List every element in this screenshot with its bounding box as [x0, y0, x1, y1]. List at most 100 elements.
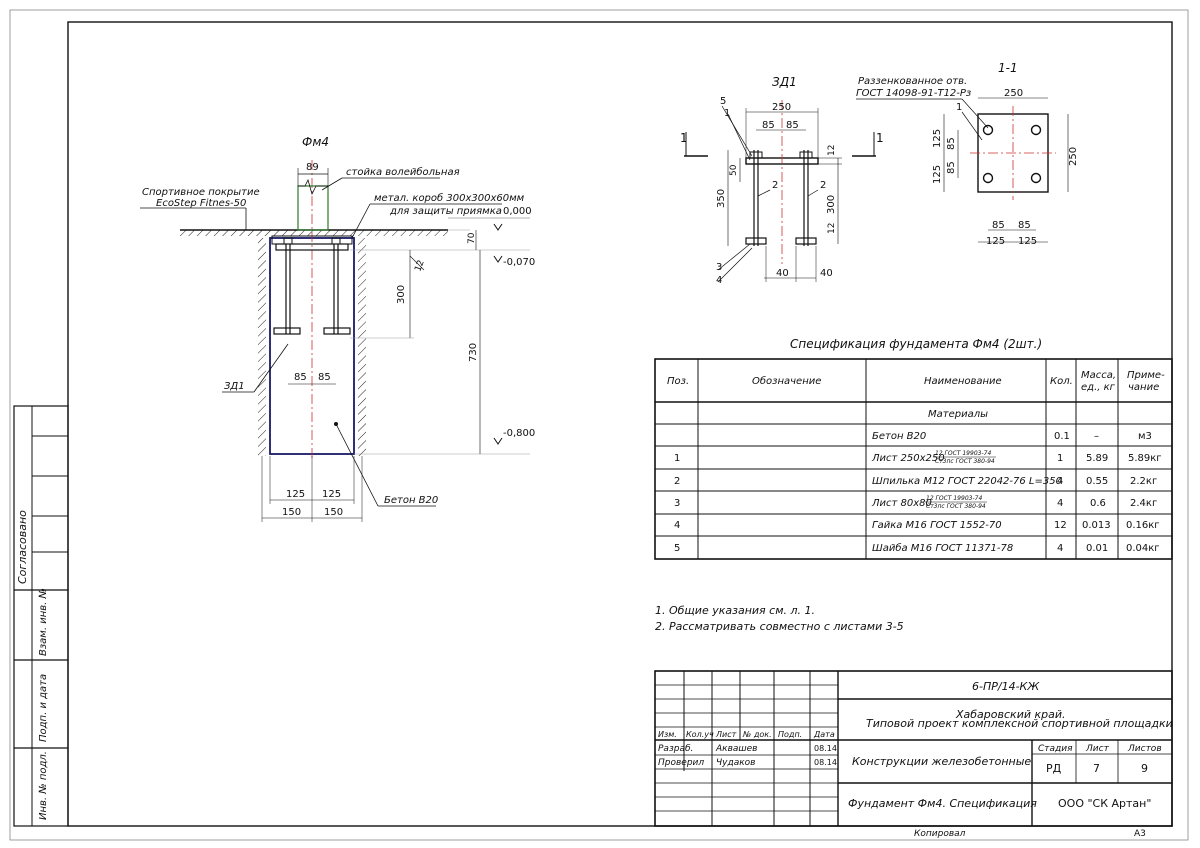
spec-row-qty: 0.1 [1054, 431, 1070, 442]
surface-label-2: EcoStep Fitnes-50 [156, 198, 246, 209]
concrete-leader-label: Бетон В20 [384, 495, 438, 506]
zd1-section-mark-left: 1 [680, 131, 688, 145]
spec-row-mass: – [1094, 431, 1099, 442]
zd1-dim-12a: 12 [827, 145, 837, 156]
pit-left-hatch [258, 238, 266, 456]
tb-role-1: Разраб. [658, 744, 693, 754]
tb-col-izm: Изм. [658, 730, 677, 739]
surface-label-1: Спортивное покрытие [142, 187, 260, 198]
fm4-view: Фм4 89 стойка волейбольная [140, 135, 535, 522]
spec-row-frac-top: 12 ГОСТ 19903-74 [935, 450, 991, 457]
spec-row-mass: 0.55 [1086, 476, 1108, 487]
zd1-dim-12b: 12 [827, 223, 837, 234]
fm4-dim-300: 300 [396, 285, 407, 304]
zd1-view: ЗД1 1 1 2 50 85 85 12 300 12 [680, 75, 884, 286]
tb-drawing-name: Фундамент Фм4. Спецификация [848, 797, 1037, 810]
zd1-dim-350: 350 [716, 189, 727, 208]
spec-row-qty: 4 [1057, 498, 1063, 509]
pit-right-hatch [358, 238, 366, 456]
spec-row-pos: 1 [674, 453, 680, 464]
level-070: -0,070 [503, 257, 535, 268]
spec-header-note-1: Приме- [1127, 370, 1165, 381]
spec-row-note: м3 [1138, 431, 1152, 442]
tb-code: 6-ПР/14-КЖ [972, 680, 1040, 693]
tb-stage: РД [1046, 762, 1062, 775]
spec-row-qty: 4 [1057, 543, 1063, 554]
section-pos-1: 1 [956, 102, 962, 113]
tb-person-2: Чудаков [716, 758, 755, 768]
section-dim-b85a: 85 [992, 220, 1005, 231]
section-dim-250-top: 250 [1004, 88, 1023, 99]
tb-date-2: 08.14 [814, 758, 837, 767]
tb-col-podp: Подп. [778, 730, 802, 739]
spec-row-mass: 0.6 [1090, 498, 1106, 509]
spec-row-name: Гайка М16 ГОСТ 1552-70 [872, 520, 1002, 531]
zd1-title: ЗД1 [772, 75, 797, 89]
section-dim-b125a: 125 [986, 236, 1005, 247]
spec-row-name: Лист 80х80 [871, 498, 932, 509]
spec-row-mass: 0.013 [1082, 520, 1111, 531]
fm4-dim-730: 730 [468, 343, 479, 362]
note-line-1: 1. Общие указания см. л. 1. [655, 604, 815, 617]
section-1-1-view: 1-1 Раззенкованное отв. ГОСТ 14098-91-Т1… [856, 61, 1079, 247]
tb-col-list: Лист [715, 730, 737, 739]
general-notes: 1. Общие указания см. л. 1. 2. Рассматри… [655, 604, 904, 633]
post-label: стойка волейбольная [346, 166, 460, 178]
tb-person-1: Аквашев [715, 744, 758, 754]
zd1-dim-85b: 85 [786, 120, 799, 131]
spec-section-materials: Материалы [928, 409, 988, 420]
spec-row-pos: 5 [674, 543, 680, 554]
zd1-dim-300: 300 [826, 195, 837, 214]
zd1-pos-4: 4 [716, 275, 722, 286]
fm4-title: Фм4 [302, 135, 329, 149]
spec-header-designation: Обозначение [752, 375, 821, 387]
section-dim-b125b: 125 [1018, 236, 1037, 247]
zd1-dim-50: 50 [729, 164, 739, 176]
tb-project-1: Хабаровский край. [955, 708, 1066, 721]
spec-row-note: 5.89кг [1128, 453, 1162, 464]
spec-row-qty: 4 [1057, 476, 1063, 487]
fm4-dim-12: 12 [413, 259, 426, 273]
spec-row-frac-top: 12 ГОСТ 19903-74 [926, 495, 982, 502]
level-800: -0,800 [503, 428, 535, 439]
tb-format: А3 [1134, 829, 1146, 839]
fm4-dim-70: 70 [467, 232, 477, 244]
spec-row-mass: 5.89 [1086, 453, 1108, 464]
section-dim-b85b: 85 [1018, 220, 1031, 231]
zd1-dim-40b: 40 [820, 268, 833, 279]
zd1-dim-85a: 85 [762, 120, 775, 131]
hole-label-2: ГОСТ 14098-91-Т12-Рз [856, 88, 971, 99]
spec-row-mass: 0.01 [1086, 543, 1108, 554]
zd1-pos-2b: 2 [820, 180, 826, 191]
spec-header-name: Наименование [924, 376, 1002, 387]
zd1-pos-3: 3 [716, 262, 722, 273]
fm4-dim-125a: 125 [286, 489, 305, 500]
tb-label-stage: Стадия [1038, 744, 1073, 754]
volleyball-post [297, 185, 329, 231]
tb-col-ndok: № док. [742, 730, 772, 739]
tb-label-sheet: Лист [1085, 744, 1110, 754]
spec-row-note: 0.16кг [1126, 520, 1160, 531]
tb-col-kol: Кол.уч [686, 730, 714, 739]
tb-sheet: 7 [1093, 762, 1100, 775]
zd1-pos-1: 1 [724, 108, 730, 119]
spec-header-note-2: чание [1128, 382, 1159, 393]
spec-header-pos: Поз. [667, 376, 689, 387]
hole-label-1: Раззенкованное отв. [858, 76, 967, 87]
tb-col-data: Дата [813, 730, 835, 739]
spec-row-pos: 4 [674, 520, 680, 531]
zd1-section-mark-right: 1 [876, 131, 884, 145]
fm4-dim-89: 89 [306, 162, 319, 173]
side-stamp: Согласовано Взам. инв. № Подп. и дата Ин… [13, 405, 69, 827]
section-title: 1-1 [998, 61, 1018, 75]
spec-row-qty: 12 [1054, 520, 1067, 531]
section-dim-85a: 85 [946, 137, 957, 150]
spec-row-note: 2.4кг [1130, 498, 1157, 509]
spec-row-name: Лист 250х250 [871, 453, 945, 464]
spec-table: Спецификация фундамента Фм4 (2шт.) Поз. … [654, 337, 1173, 560]
zd1-leader-label: ЗД1 [224, 381, 245, 392]
tb-date-1: 08.14 [814, 744, 837, 753]
section-dim-125b: 125 [932, 165, 943, 184]
spec-row-note: 2.2кг [1130, 476, 1157, 487]
fm4-dim-85b: 85 [318, 372, 331, 383]
